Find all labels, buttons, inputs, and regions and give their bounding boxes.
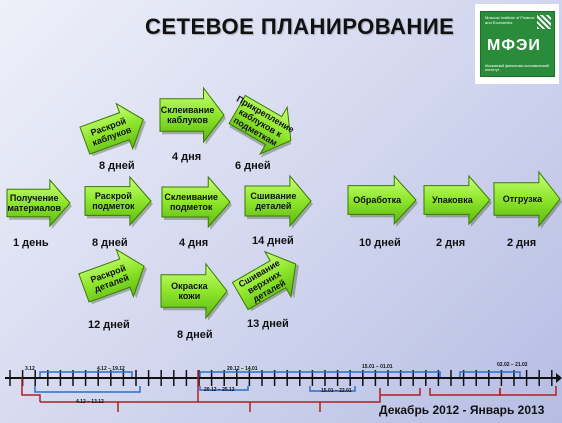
timeline-caption: Декабрь 2012 - Январь 2013 <box>379 403 545 417</box>
timeline-label: 15.01 – 01.01 <box>362 364 393 370</box>
arrow-shape <box>423 174 492 227</box>
duration-cut-uppers: 8 дней <box>92 237 128 249</box>
duration-cut-parts: 12 дней <box>88 319 130 331</box>
arrow-shape <box>160 262 229 321</box>
arrow-sew-top: Сшивание верхних деталей <box>227 241 308 318</box>
arrow-label: Окраска кожи <box>171 280 208 301</box>
arrow-label: Получение материалов <box>7 192 62 213</box>
arrow-shape <box>228 94 292 158</box>
arrow-processing: Обработка <box>347 174 418 227</box>
page-title: СЕТЕВОЕ ПЛАНИРОВАНИЕ <box>145 14 455 39</box>
arrow-shape <box>161 175 232 230</box>
arrow-cut-heels: Раскрой каблуков <box>77 97 152 163</box>
timeline-label: 02.02 – 21.02 <box>497 362 528 368</box>
logo-stripes-icon <box>537 15 551 29</box>
logo-bottom-text: Московский финансово-экономический инсти… <box>485 64 549 72</box>
duration-processing: 10 дней <box>359 237 401 249</box>
arrow-label: Склеивание подметок <box>164 192 219 212</box>
logo: Moscow Institute of Finance and Economic… <box>475 4 559 84</box>
logo-top-text: Moscow Institute of Finance and Economic… <box>485 15 535 25</box>
logo-main-text: МФЭИ <box>487 37 541 54</box>
arrow-sew-parts: Сшивание деталей <box>244 174 313 229</box>
arrow-attach-heels: Прикрепление каблуков к подметкам <box>224 86 305 164</box>
timeline-label: 3.12 <box>25 366 35 372</box>
timeline-label: 20.12 – 14.01 <box>227 366 258 372</box>
duration-sew-parts: 14 дней <box>252 235 294 247</box>
duration-packing: 2 дня <box>436 237 466 249</box>
duration-dye-leather: 8 дней <box>177 329 213 341</box>
arrow-shape <box>159 86 226 145</box>
timeline-label: 15.01 – 22.01 <box>321 388 352 394</box>
arrow-shape <box>84 175 153 228</box>
arrow-label: Отгрузка <box>502 193 543 204</box>
arrow-label: Упаковка <box>432 194 473 205</box>
duration-glue-uppers: 4 дня <box>179 237 209 249</box>
duration-shipping: 2 дня <box>507 237 537 249</box>
timeline: 3.12 4.12 – 19.12 20.12 – 14.01 15.01 – 01.… <box>0 350 562 423</box>
timeline-axis <box>5 370 562 412</box>
arrow-shape <box>493 170 562 229</box>
arrow-shape <box>78 248 147 305</box>
arrow-shape <box>6 178 72 229</box>
arrow-glue-heels: Склеивание каблуков <box>159 86 226 145</box>
arrow-cut-uppers: Раскрой подметок <box>84 175 153 228</box>
timeline-label: 4.12 – 13.12 <box>76 399 104 405</box>
logo-box: Moscow Institute of Finance and Economic… <box>480 11 555 77</box>
arrow-label: Раскрой подметок <box>92 190 135 211</box>
arrow-shape <box>79 102 147 157</box>
arrow-dye-leather: Окраска кожи <box>160 262 229 321</box>
arrow-shape <box>347 174 418 227</box>
duration-attach-heels: 6 дней <box>235 160 271 172</box>
arrow-receive: Получение материалов <box>6 178 72 229</box>
arrow-label: Сшивание деталей <box>250 191 297 211</box>
timeline-label: 4.12 – 19.12 <box>97 366 125 372</box>
arrow-label: Обработка <box>353 194 402 205</box>
timeline-label: 20.12 – 25.12 <box>204 387 235 393</box>
arrow-shape <box>231 250 299 312</box>
arrow-shipping: Отгрузка <box>493 170 562 229</box>
arrow-glue-uppers: Склеивание подметок <box>161 175 232 230</box>
arrow-packing: Упаковка <box>423 174 492 227</box>
duration-cut-heels: 8 дней <box>99 160 135 172</box>
arrow-cut-parts: Раскрой деталей <box>75 243 152 312</box>
duration-glue-heels: 4 дня <box>172 151 202 163</box>
arrow-shape <box>244 174 313 229</box>
arrow-label: Склеивание каблуков <box>160 104 215 125</box>
duration-receive: 1 день <box>13 237 49 249</box>
duration-sew-top: 13 дней <box>247 318 289 330</box>
